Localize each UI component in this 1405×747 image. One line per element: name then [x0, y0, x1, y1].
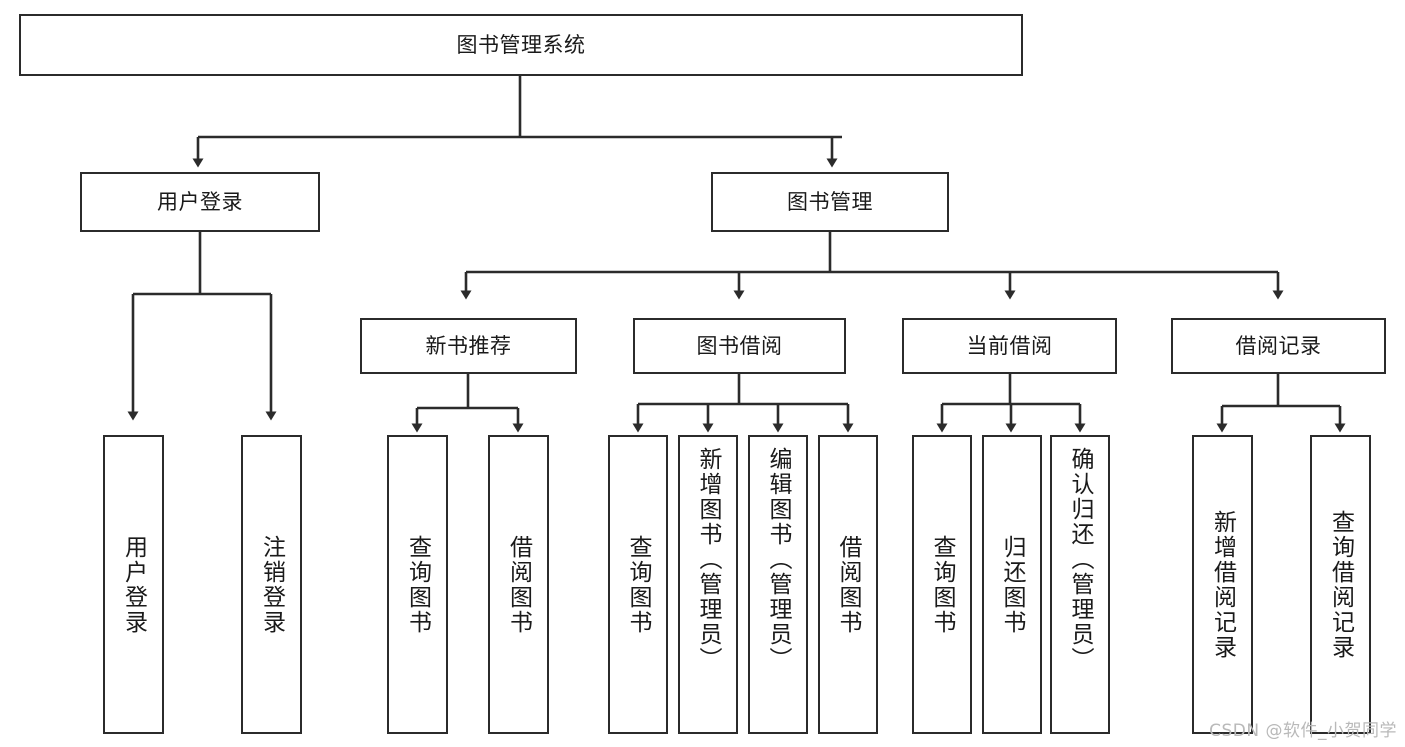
node-borrow-record[interactable]: 借阅记录 [1171, 318, 1386, 374]
node-leaf-borrow-book-2-label: 借阅图书 [835, 534, 862, 635]
node-leaf-query-book-1-label: 查询图书 [404, 534, 431, 635]
node-book-management[interactable]: 图书管理 [711, 172, 949, 232]
node-leaf-query-record[interactable]: 查询借阅记录 [1310, 435, 1371, 734]
node-leaf-borrow-book-1[interactable]: 借阅图书 [488, 435, 549, 734]
node-book-borrow-label: 图书借阅 [696, 333, 783, 358]
node-leaf-add-book-label: 新增图书（管理员） [695, 447, 722, 672]
node-leaf-user-login-label: 用户登录 [120, 534, 147, 635]
node-leaf-borrow-book-2[interactable]: 借阅图书 [818, 435, 878, 734]
node-leaf-logout-login-label: 注销登录 [258, 534, 285, 635]
node-leaf-query-book-1[interactable]: 查询图书 [387, 435, 448, 734]
node-leaf-edit-book[interactable]: 编辑图书（管理员） [748, 435, 808, 734]
node-user-login[interactable]: 用户登录 [80, 172, 320, 232]
node-leaf-confirm-return[interactable]: 确认归还（管理员） [1050, 435, 1110, 734]
node-leaf-query-book-3[interactable]: 查询图书 [912, 435, 972, 734]
node-root-label: 图书管理系统 [456, 32, 586, 57]
node-leaf-logout-login[interactable]: 注销登录 [241, 435, 302, 734]
node-new-book-recommend-label: 新书推荐 [425, 333, 512, 358]
node-leaf-add-book[interactable]: 新增图书（管理员） [678, 435, 738, 734]
node-borrow-record-label: 借阅记录 [1235, 333, 1322, 358]
node-leaf-borrow-book-1-label: 借阅图书 [505, 534, 532, 635]
node-current-borrow[interactable]: 当前借阅 [902, 318, 1117, 374]
node-leaf-query-book-2-label: 查询图书 [625, 534, 652, 635]
node-new-book-recommend[interactable]: 新书推荐 [360, 318, 577, 374]
node-current-borrow-label: 当前借阅 [966, 333, 1053, 358]
node-leaf-edit-book-label: 编辑图书（管理员） [765, 447, 792, 672]
node-leaf-return-book-label: 归还图书 [999, 534, 1026, 635]
node-leaf-confirm-return-label: 确认归还（管理员） [1067, 447, 1094, 672]
node-leaf-query-record-label: 查询借阅记录 [1327, 509, 1354, 660]
node-book-management-label: 图书管理 [787, 189, 873, 214]
watermark-text: CSDN @软件_小贺同学 [1209, 721, 1397, 741]
node-leaf-user-login[interactable]: 用户登录 [103, 435, 164, 734]
node-leaf-query-book-3-label: 查询图书 [929, 534, 956, 635]
node-user-login-label: 用户登录 [157, 189, 243, 214]
node-leaf-query-book-2[interactable]: 查询图书 [608, 435, 668, 734]
node-leaf-add-record-label: 新增借阅记录 [1209, 509, 1236, 660]
node-book-borrow[interactable]: 图书借阅 [633, 318, 846, 374]
node-leaf-add-record[interactable]: 新增借阅记录 [1192, 435, 1253, 734]
node-leaf-return-book[interactable]: 归还图书 [982, 435, 1042, 734]
node-root[interactable]: 图书管理系统 [19, 14, 1023, 76]
